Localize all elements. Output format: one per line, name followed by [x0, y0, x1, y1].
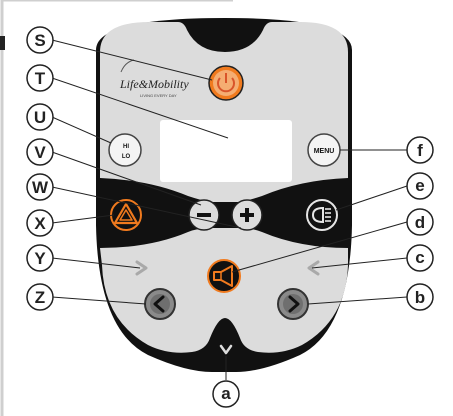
brand-name: Life&Mobility: [119, 77, 189, 91]
chevron-down-icon[interactable]: [219, 344, 233, 355]
horn-icon: [213, 265, 233, 287]
callout-X-label: X: [34, 214, 46, 233]
callout-c: c: [406, 244, 434, 272]
callout-S-label: S: [34, 31, 45, 50]
callout-W: W: [26, 173, 54, 201]
callout-T: T: [26, 64, 54, 92]
callout-Y: Y: [26, 244, 54, 272]
callout-a: a: [212, 380, 240, 408]
callout-c-label: c: [415, 248, 424, 267]
leader-lines: [51, 39, 408, 380]
callout-a-label: a: [221, 384, 231, 403]
callout-Y-label: Y: [34, 249, 46, 268]
callout-e-label: e: [415, 176, 424, 195]
callout-Z: Z: [26, 283, 54, 311]
callout-S: S: [26, 26, 54, 54]
hi-label: HI: [123, 144, 129, 150]
nav-right-button[interactable]: [277, 288, 309, 320]
callout-b: b: [406, 283, 434, 311]
callout-T-label: T: [35, 69, 46, 88]
menu-label: MENU: [314, 148, 335, 155]
plus-icon: [240, 208, 254, 222]
menu-button[interactable]: MENU: [307, 133, 341, 167]
nav-left-button[interactable]: [144, 288, 176, 320]
plus-button[interactable]: [231, 199, 263, 231]
edge-bracket: [0, 36, 5, 50]
callout-f: f: [406, 136, 434, 164]
chevron-right-icon: [288, 295, 300, 313]
callout-V-label: V: [34, 143, 46, 162]
callout-Z-label: Z: [35, 288, 45, 307]
callout-f-label: f: [417, 141, 423, 160]
callout-U-label: U: [34, 108, 46, 127]
callout-d: d: [406, 208, 434, 236]
headlight-button[interactable]: [306, 199, 338, 231]
display-screen: [160, 120, 292, 182]
callout-V: V: [26, 138, 54, 166]
minus-icon: [197, 213, 211, 217]
hi-lo-button[interactable]: HI LO: [108, 133, 142, 167]
headlight-icon: [311, 206, 331, 224]
power-button[interactable]: [208, 65, 244, 101]
chevron-left-icon: [153, 295, 165, 313]
brand-tagline: LIVING EVERY DAY: [140, 93, 177, 98]
callout-U: U: [26, 103, 54, 131]
lo-label: LO: [122, 154, 131, 160]
callout-X: X: [26, 209, 54, 237]
hazard-triangle-icon: [113, 202, 139, 225]
minus-button[interactable]: [188, 199, 220, 231]
callout-W-label: W: [32, 178, 49, 197]
callout-d-label: d: [415, 213, 425, 232]
horn-button[interactable]: [207, 259, 241, 293]
indicator-right-chevron-icon: [307, 260, 320, 276]
indicator-left-chevron-icon: [135, 260, 148, 276]
hazard-button[interactable]: [110, 199, 142, 231]
callout-e: e: [406, 172, 434, 200]
callout-b-label: b: [415, 288, 425, 307]
power-icon: [217, 73, 235, 93]
